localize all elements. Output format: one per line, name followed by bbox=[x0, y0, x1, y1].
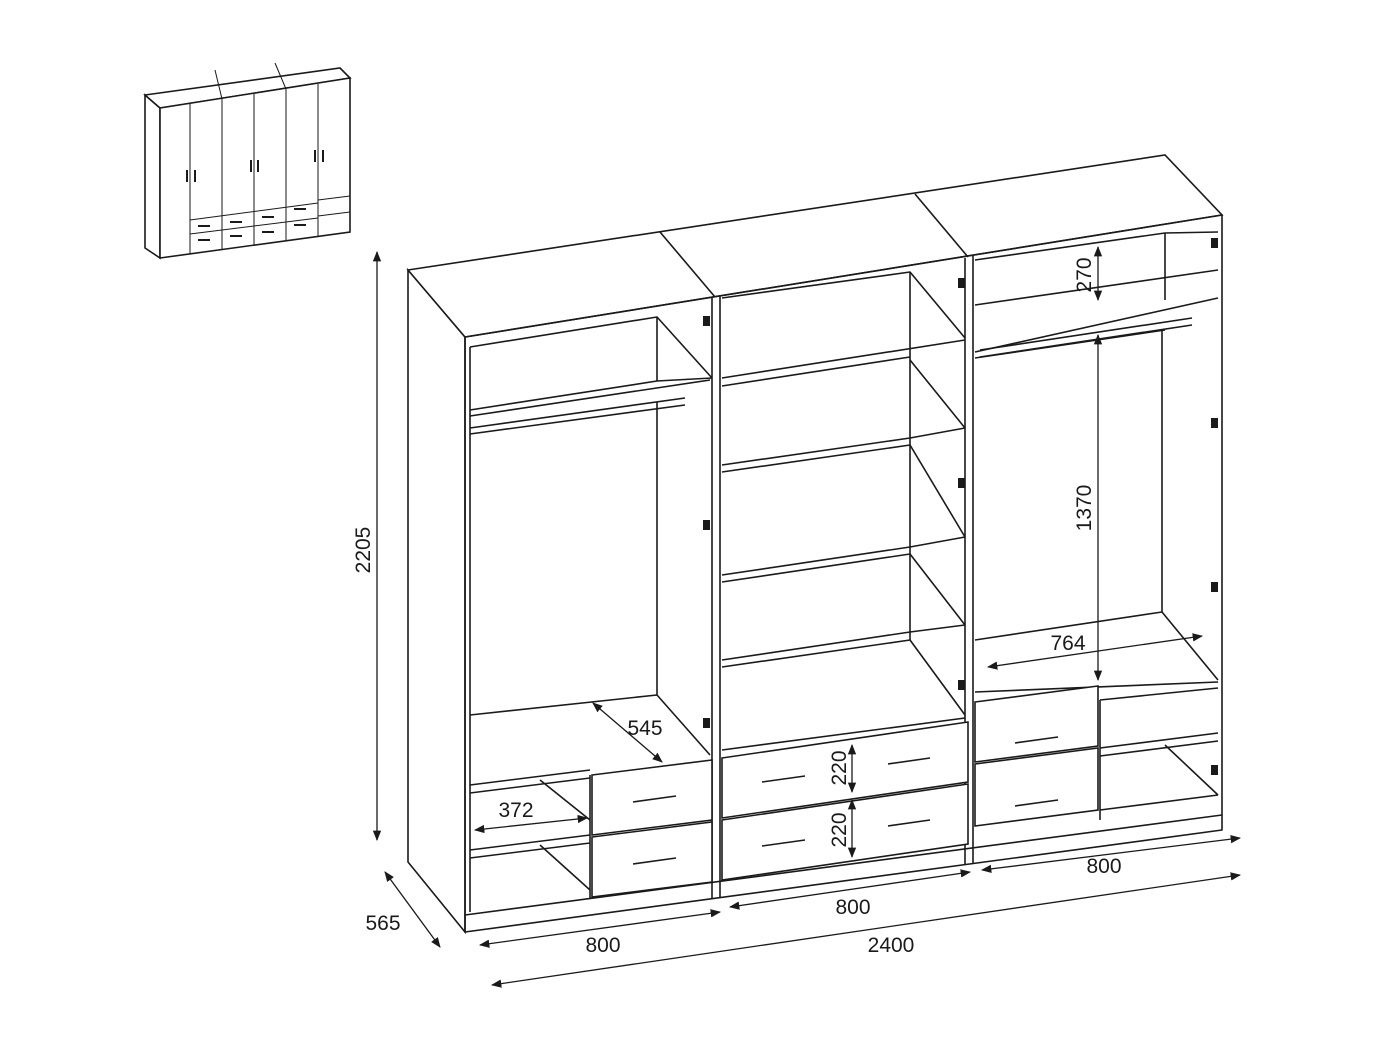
hinge-icons bbox=[703, 238, 1218, 775]
thumbnail-wardrobe bbox=[143, 62, 352, 260]
label-inner-width: 764 bbox=[1050, 632, 1085, 655]
dimension-lines bbox=[372, 245, 1242, 988]
label-drawer-height-top: 220 bbox=[828, 750, 851, 785]
label-top-compartment: 270 bbox=[1073, 257, 1096, 292]
label-inner-depth: 545 bbox=[627, 717, 662, 740]
label-width-left: 800 bbox=[585, 934, 620, 957]
label-total-width: 2400 bbox=[868, 934, 915, 957]
wardrobe-body bbox=[406, 154, 1224, 935]
label-hanging-height: 1370 bbox=[1073, 485, 1096, 532]
label-height: 2205 bbox=[352, 527, 375, 574]
label-compartment-width: 372 bbox=[498, 799, 533, 822]
label-drawer-height-bottom: 220 bbox=[828, 812, 851, 847]
label-depth: 565 bbox=[365, 912, 400, 935]
dimension-labels: 2205 565 800 2400 800 800 545 372 220 22… bbox=[352, 257, 1122, 957]
label-width-right: 800 bbox=[1086, 855, 1121, 878]
label-width-middle: 800 bbox=[835, 896, 870, 919]
